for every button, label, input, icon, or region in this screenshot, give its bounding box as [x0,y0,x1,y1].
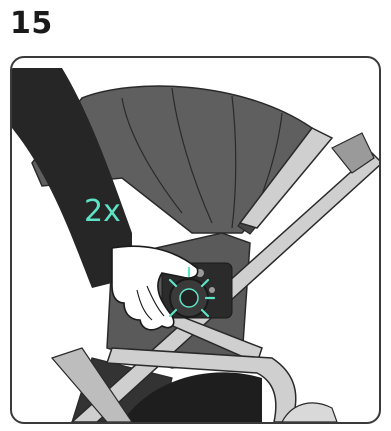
illustration-frame: 2x [10,56,381,424]
repeat-count-label: 2x [84,194,121,229]
step-number: 15 [10,6,53,42]
stroller-illustration: 2x [12,58,379,422]
